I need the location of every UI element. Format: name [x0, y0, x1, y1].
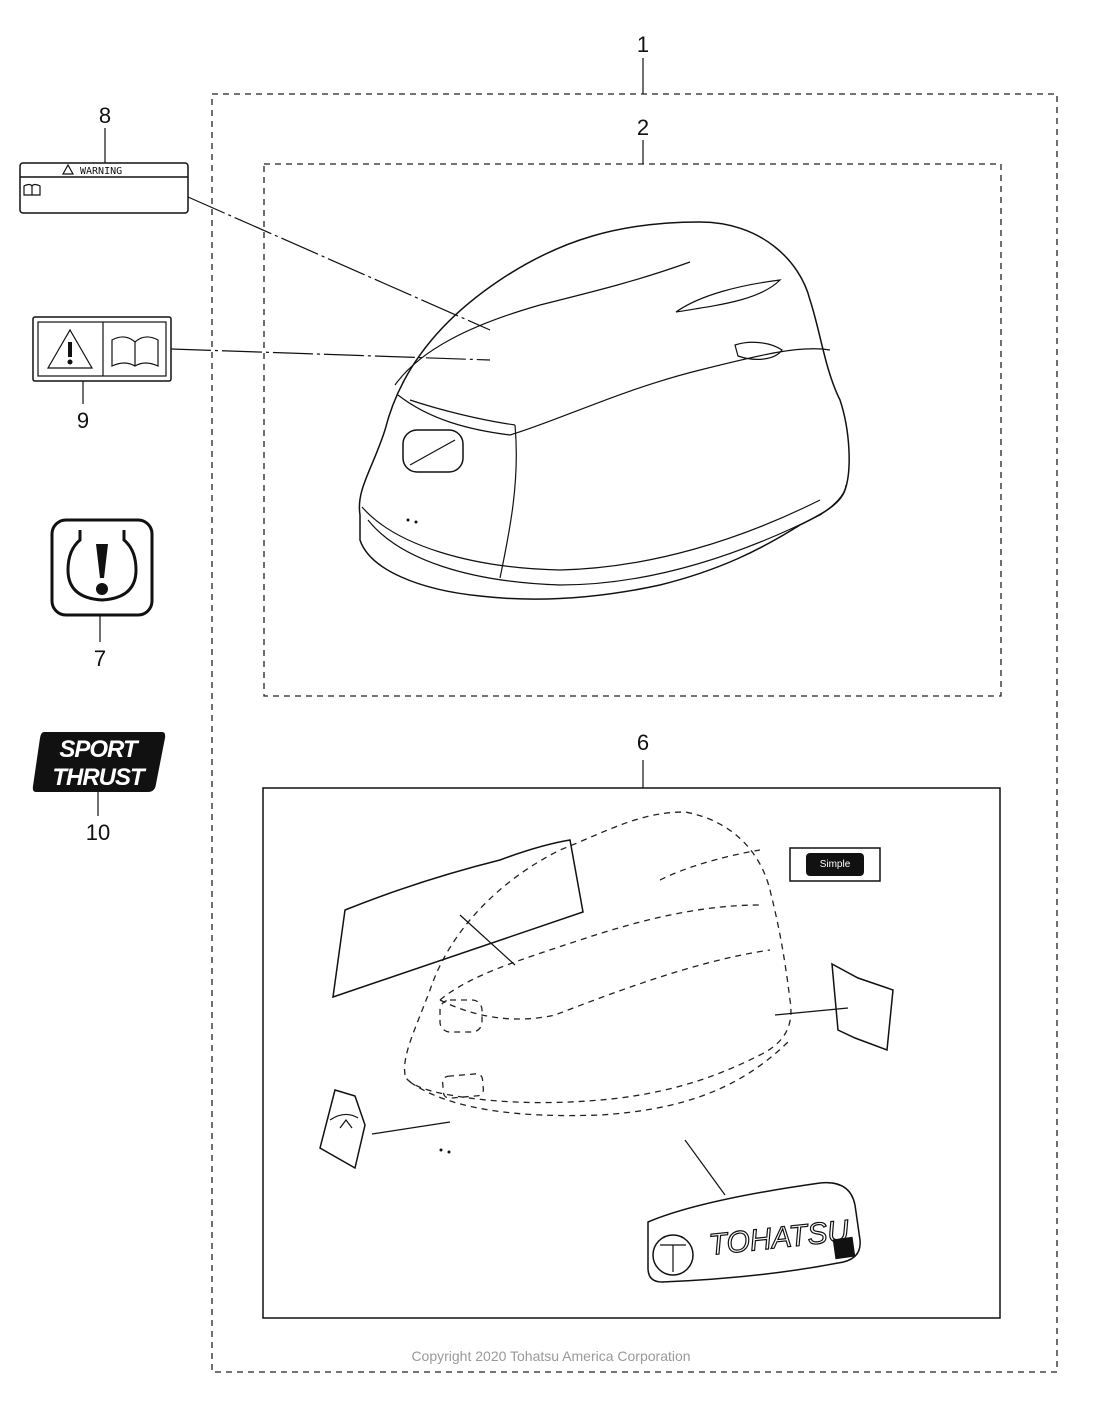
top-cowling: [358, 221, 850, 600]
assembly-2-boundary: [263, 163, 1002, 697]
simple-logo-text: Simple: [820, 859, 851, 870]
sport-thrust-decal-10: SPORT THRUST: [32, 732, 166, 816]
callout-8: 8: [99, 103, 111, 128]
callout-1: 1: [637, 32, 649, 57]
callout-6: 6: [637, 730, 649, 755]
attention-label-7: [50, 518, 154, 642]
warning-triangle-icon: [61, 163, 75, 175]
book-icon: [111, 336, 159, 367]
warning-text: WARNING: [80, 166, 122, 177]
book-icon: [23, 183, 41, 196]
callout-10: 10: [86, 820, 110, 845]
warning-label-8: WARNING: [19, 128, 491, 331]
warning-triangle-icon: [46, 328, 94, 369]
thrust-text: THRUST: [52, 764, 147, 791]
copyright-text: Copyright 2020 Tohatsu America Corporati…: [411, 1348, 690, 1364]
sport-text: SPORT: [59, 736, 140, 763]
assembly-1-boundary: [211, 93, 1058, 1373]
callout-2: 2: [637, 115, 649, 140]
callout-7: 7: [94, 646, 106, 671]
tohatsu-text: TOHATSU: [707, 1214, 851, 1262]
decal-set-6: Simple TOHATSU: [319, 811, 894, 1283]
exclamation-icon: [96, 544, 108, 578]
tohatsu-logo-icon: [652, 1234, 694, 1276]
callout-9: 9: [77, 408, 89, 433]
simple-logo-decal: [789, 847, 881, 882]
caution-label-9: [32, 316, 491, 404]
decal-set-6-boundary: [262, 787, 1001, 1319]
